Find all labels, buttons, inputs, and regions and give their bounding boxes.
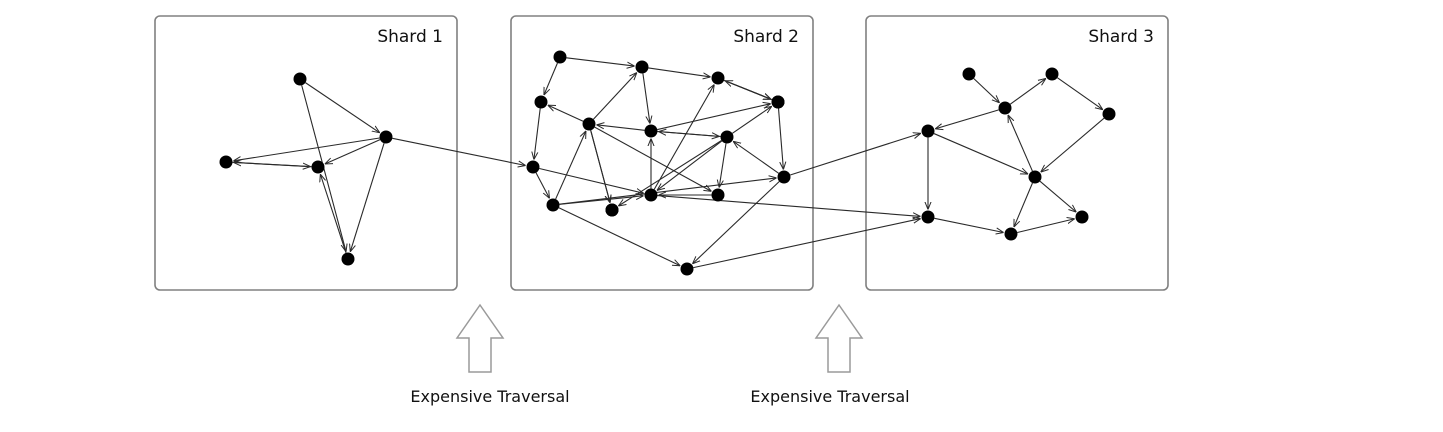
graph-edge — [1057, 77, 1103, 110]
graph-edge — [732, 106, 771, 134]
graph-edge — [233, 137, 380, 161]
graph-nodes — [219, 50, 1116, 276]
traversal-label-1: Expensive Traversal — [410, 387, 569, 406]
graph-edge — [544, 62, 558, 95]
graph-node — [553, 50, 567, 64]
graph-node — [605, 203, 619, 217]
graph-node — [921, 124, 935, 138]
graph-edge — [973, 78, 1000, 102]
graph-node — [293, 72, 307, 86]
graph-node — [711, 71, 725, 85]
graph-edge — [723, 79, 771, 100]
graph-edge — [1009, 78, 1046, 105]
graph-edge — [1014, 182, 1033, 227]
up-arrow-icon — [455, 303, 505, 373]
graph-node — [219, 155, 233, 169]
graph-node — [546, 198, 560, 212]
graph-edge — [534, 108, 541, 159]
shard-3: Shard 3 — [865, 15, 1169, 291]
graph-edge — [233, 162, 312, 168]
graph-node — [1028, 170, 1042, 184]
graph-node — [921, 210, 935, 224]
graph-edge — [594, 126, 712, 191]
graph-node — [1045, 67, 1059, 81]
graph-edge — [1041, 117, 1105, 172]
graph-node — [644, 124, 658, 138]
graph-node — [635, 60, 649, 74]
graph-edges — [232, 57, 1105, 269]
graph-edge — [559, 178, 776, 205]
shard-1: Shard 1 — [154, 15, 458, 291]
graph-edge — [934, 217, 1003, 232]
graph-edge — [305, 82, 379, 133]
graph-edge — [555, 131, 586, 200]
graph-edge — [657, 194, 920, 217]
graph-edge — [566, 57, 634, 66]
graph-node — [711, 188, 725, 202]
graph-node — [534, 95, 548, 109]
graph-edge — [593, 72, 636, 120]
shard-1-label: Shard 1 — [377, 27, 443, 47]
graph-node — [998, 101, 1012, 115]
traversal-indicator-1: Expensive Traversal — [410, 303, 570, 406]
graph-edge — [777, 108, 784, 169]
graph-edge — [558, 207, 680, 266]
graph-edge — [350, 143, 385, 252]
graph-edge — [539, 167, 643, 194]
graph-edge — [590, 130, 610, 202]
graph-edge — [1017, 219, 1074, 234]
graph-node — [962, 67, 976, 81]
graph-edge — [935, 109, 999, 129]
graph-node — [1102, 107, 1116, 121]
graph-edge — [325, 139, 381, 164]
graph-edge — [657, 140, 723, 191]
graph-node — [1004, 227, 1018, 241]
graph-edge — [392, 137, 525, 165]
shard-2-label: Shard 2 — [733, 27, 799, 47]
graph-node — [379, 130, 393, 144]
graph-node — [341, 252, 355, 266]
graph-node — [526, 160, 540, 174]
graph-edge — [320, 174, 347, 253]
graph-edge — [1039, 180, 1076, 212]
graph-node — [311, 160, 325, 174]
traversal-label-2: Expensive Traversal — [750, 387, 909, 406]
graph-edge — [790, 133, 921, 176]
graph-edge — [1008, 115, 1033, 172]
graph-node — [644, 188, 658, 202]
graph-edge — [933, 133, 1028, 174]
graph-node — [680, 262, 694, 276]
shard-1-box — [154, 15, 458, 291]
graph-edge — [648, 67, 710, 77]
graph-edge — [692, 181, 780, 263]
graph-edge — [658, 132, 721, 138]
graph-node — [582, 117, 596, 131]
graph-edge — [733, 141, 779, 174]
graph-node — [771, 95, 785, 109]
graph-edge — [548, 105, 584, 122]
graph-node — [720, 130, 734, 144]
up-arrow-icon — [814, 303, 864, 373]
graph-edge — [653, 85, 714, 190]
shard-3-label: Shard 3 — [1088, 27, 1154, 47]
traversal-indicator-2: Expensive Traversal — [750, 303, 910, 406]
graph-edge — [693, 219, 920, 269]
graph-node — [1075, 210, 1089, 224]
graph-edge — [657, 104, 770, 131]
graph-edge — [642, 73, 650, 123]
graph-edge — [535, 172, 549, 199]
shard-3-box — [865, 15, 1169, 291]
graph-edge — [596, 125, 645, 131]
graph-edge — [719, 143, 727, 187]
graph-node — [777, 170, 791, 184]
